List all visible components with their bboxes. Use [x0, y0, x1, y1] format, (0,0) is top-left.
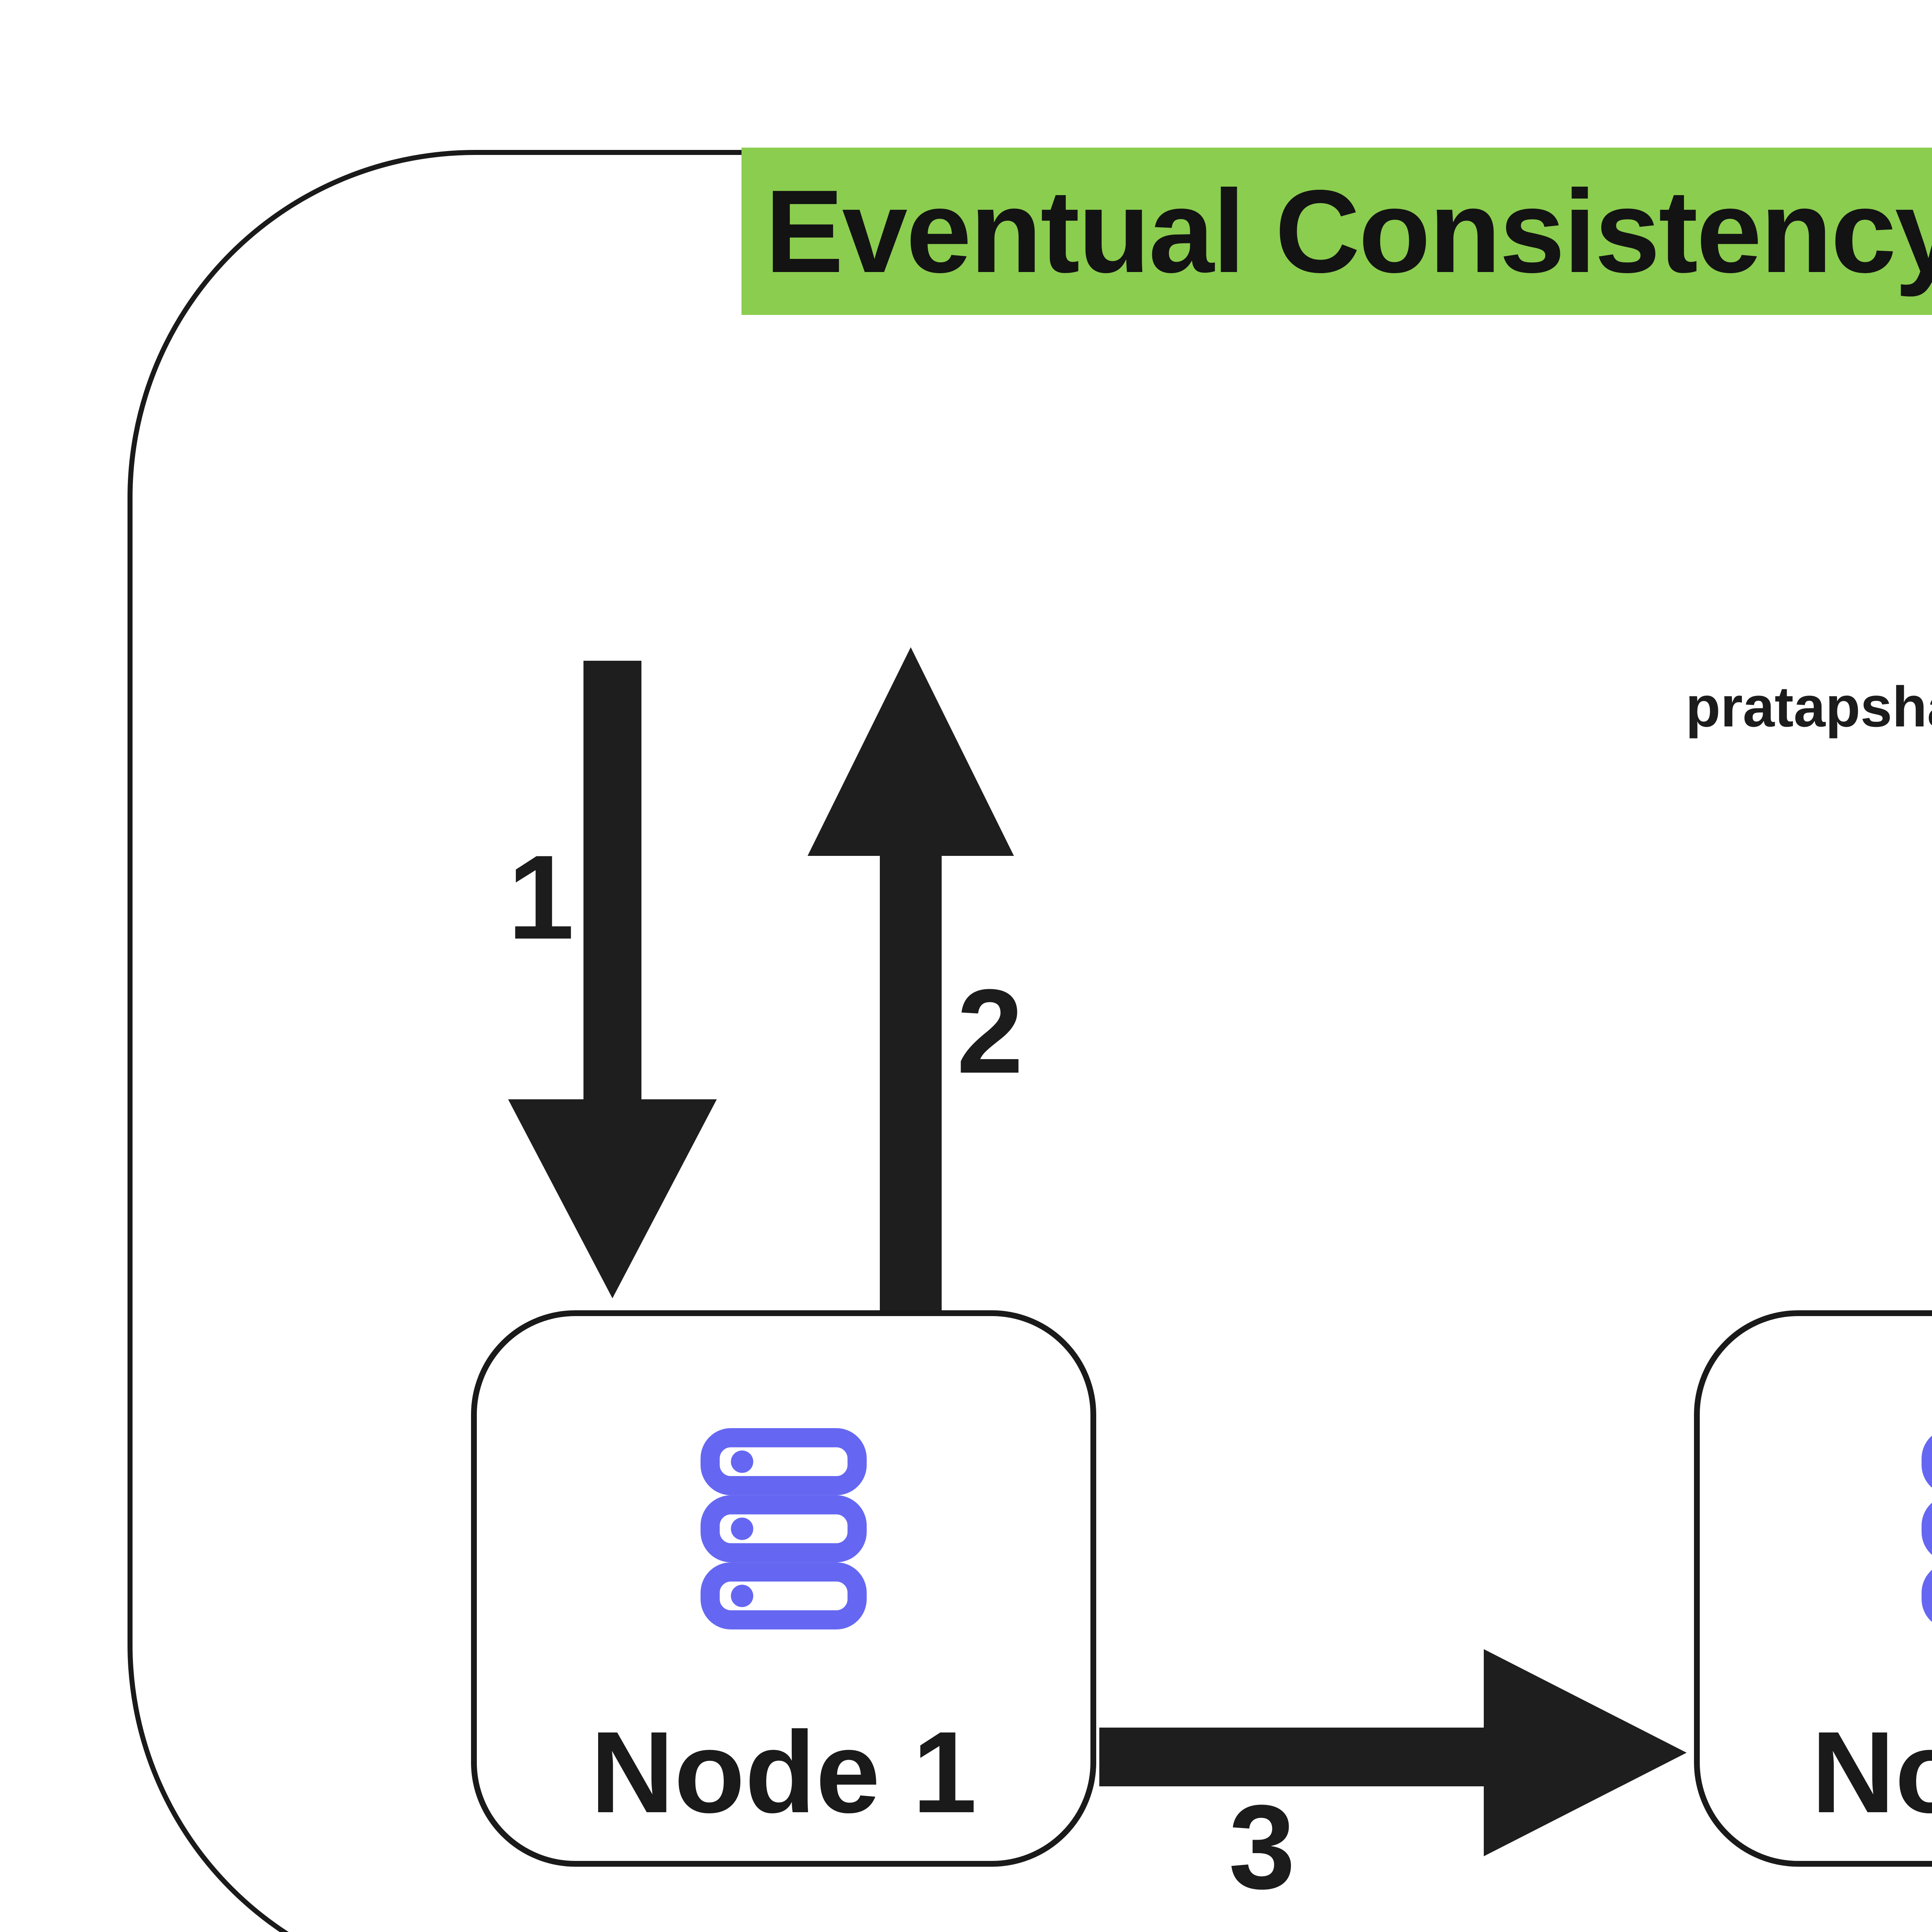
arrow-up-head-icon	[808, 647, 1014, 856]
step-2-label: 2	[956, 964, 1024, 1098]
node-1-card: Node 1	[471, 1310, 1096, 1867]
arrow-down-shaft	[583, 661, 641, 1099]
step-1-label: 1	[507, 830, 575, 964]
title-banner: Eventual Consistency	[742, 148, 1932, 315]
step-3-label: 3	[1228, 1780, 1296, 1914]
page-title: Eventual Consistency	[765, 165, 1932, 297]
node-2-card: Node 2	[1694, 1310, 1932, 1867]
arrow-right-shaft	[1099, 1728, 1484, 1786]
server-stack-icon	[1921, 1435, 1932, 1622]
node-2-label: Node 2	[1811, 1707, 1932, 1837]
arrow-up-shaft	[880, 856, 942, 1310]
arrow-right-head-icon	[1484, 1649, 1687, 1856]
server-stack-icon	[701, 1428, 867, 1629]
arrow-down-head-icon	[508, 1099, 717, 1298]
node-1-label: Node 1	[590, 1707, 977, 1837]
watermark-text: pratapsharma.io	[1685, 675, 1932, 739]
